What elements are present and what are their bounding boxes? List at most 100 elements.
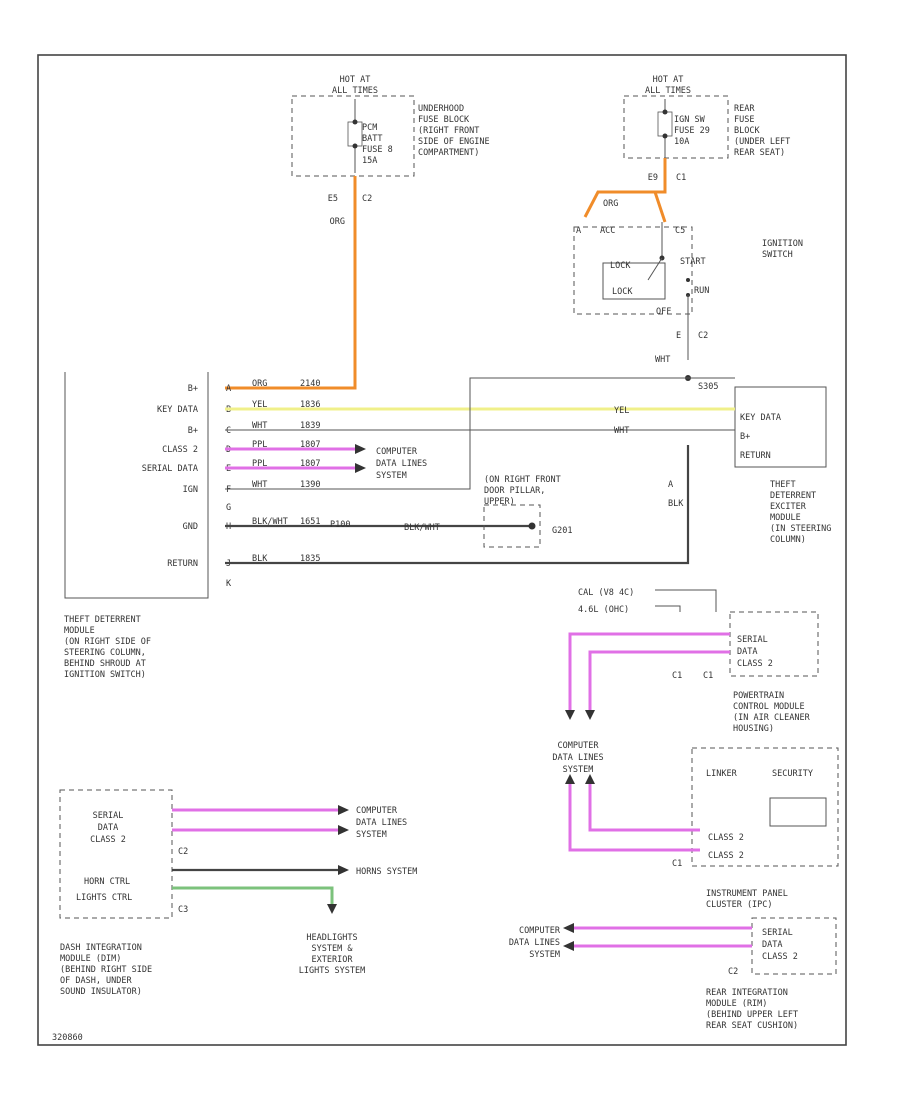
underhood-fuse-block: HOT AT ALL TIMES PCM BATT FUSE 8 15A UND…: [291, 75, 490, 227]
fuse-label-line: 10A: [674, 137, 689, 147]
pin-function: LIGHTS CTRL: [76, 893, 132, 903]
ground-symbol: [528, 522, 536, 530]
powertrain-control-module: CAL (V8 4C) 4.6L (OHC) SERIAL DATA CLASS…: [578, 588, 819, 734]
diagram-id: 320860: [52, 1033, 83, 1043]
tdm-pin-function: KEY DATA: [157, 405, 198, 415]
pin-label: C5: [675, 226, 685, 236]
pin-label: E9: [648, 173, 658, 183]
component-description: REAR SEAT CUSHION): [706, 1021, 798, 1031]
tdm-wire-color: YEL: [252, 400, 267, 410]
cdl-label: COMPUTER: [558, 741, 600, 751]
tdm-wire-color: WHT: [252, 421, 267, 431]
component-description: HOUSING): [733, 724, 774, 734]
pin-function: SERIAL: [762, 928, 793, 938]
component-description: POWERTRAIN: [733, 691, 784, 701]
connector-label: C1: [672, 671, 682, 681]
fuse-label-line: PCM: [362, 123, 377, 133]
all-times-label: ALL TIMES: [332, 86, 378, 96]
pin-function: DATA: [762, 940, 782, 950]
connector-label: C3: [178, 905, 188, 915]
tdm-pin-letter: G: [226, 503, 231, 513]
ppl-pcm-wire-b: [588, 650, 730, 712]
hot-at-label: HOT AT: [653, 75, 684, 85]
component-description: CONTROL MODULE: [733, 702, 805, 712]
cdl-label: COMPUTER: [356, 806, 398, 816]
theft-exciter-module: KEY DATA B+ RETURN YEL WHT A BLK THEFT D…: [614, 386, 831, 545]
switch-position: LOCK: [612, 287, 633, 297]
grn-lights-wire: [172, 886, 334, 906]
fuse-symbol: [347, 121, 363, 147]
tdm-pin-function: RETURN: [167, 559, 198, 569]
pin-function: DATA: [98, 823, 118, 833]
pin-label: A: [576, 226, 581, 236]
tdm-wire-color: PPL: [252, 459, 267, 469]
pin-function: CLASS 2: [708, 851, 744, 861]
org-wire-b-plus: [225, 176, 357, 390]
connector-label: C2: [178, 847, 188, 857]
pin-function: LINKER: [706, 769, 738, 779]
instrument-panel-cluster: LINKER SECURITY CLASS 2 CLASS 2 C1 INSTR…: [672, 747, 839, 910]
wire-color-label: BLK/WHT: [404, 523, 440, 533]
switch-position: RUN: [694, 286, 709, 296]
component-description: DASH INTEGRATION: [60, 943, 142, 953]
wht-ign-feed: [225, 377, 690, 490]
connector-label: C1: [703, 671, 713, 681]
connector-label: C2: [728, 967, 738, 977]
tdm-circuit-number: 2140: [300, 379, 320, 389]
fuse-label-line: BATT: [362, 134, 382, 144]
tdm-pin-function: GND: [183, 522, 198, 532]
component-description: (IN AIR CLEANER: [733, 713, 811, 723]
component-description: SOUND INSULATOR): [60, 987, 142, 997]
system-label: HEADLIGHTS: [306, 933, 357, 943]
system-label: LIGHTS SYSTEM: [299, 966, 366, 976]
wire-color-label: WHT: [655, 355, 670, 365]
component-description: STEERING COLUMN,: [64, 648, 146, 658]
component-description: THEFT DETERRENT: [64, 615, 141, 625]
fuse-location-line: SIDE OF ENGINE: [418, 137, 490, 147]
component-title: SWITCH: [762, 250, 793, 260]
pin-function: CLASS 2: [708, 833, 744, 843]
fuse-location-line: (RIGHT FRONT: [418, 126, 479, 136]
tdm-pin-letter: A: [226, 384, 231, 394]
tdm-circuit-number: 1651: [300, 517, 320, 527]
cdl-label: DATA LINES: [356, 818, 407, 828]
hot-at-label: HOT AT: [340, 75, 371, 85]
pin-function: CLASS 2: [737, 659, 773, 669]
pin-function: SERIAL: [737, 635, 768, 645]
tdm-wire-color: BLK: [252, 554, 268, 564]
ground-desc: DOOR PILLAR,: [484, 486, 545, 496]
fuse-label-line: FUSE 8: [362, 145, 393, 155]
wire-color-label: YEL: [614, 406, 629, 416]
tdm-wire-color: WHT: [252, 480, 267, 490]
fuse-label-line: 15A: [362, 156, 377, 166]
all-times-label: ALL TIMES: [645, 86, 691, 96]
tdm-pin-function: B+: [188, 384, 198, 394]
system-label: EXTERIOR: [312, 955, 354, 965]
tdm-circuit-number: 1836: [300, 400, 320, 410]
fuse-symbol: [657, 111, 673, 137]
component-title: IGNITION: [762, 239, 803, 249]
pin-function: CLASS 2: [762, 952, 798, 962]
fuse-location-line: BLOCK: [734, 126, 760, 136]
switch-position: LOCK: [610, 261, 631, 271]
component-description: MODULE (RIM): [706, 999, 767, 1009]
component-description: (BEHIND RIGHT SIDE: [60, 965, 152, 975]
system-label: HORNS SYSTEM: [356, 867, 417, 877]
component-description: INSTRUMENT PANEL: [706, 889, 788, 899]
ground-desc: (ON RIGHT FRONT: [484, 475, 561, 485]
ground-desc: UPPER): [484, 497, 515, 507]
pin-function: RETURN: [740, 451, 771, 461]
pin-function: HORN CTRL: [84, 877, 130, 887]
splice-label: S305: [698, 382, 718, 392]
calibration-label: CAL (V8 4C): [578, 588, 634, 598]
switch-position: START: [680, 257, 706, 267]
pin-function: KEY DATA: [740, 413, 781, 423]
fuse-location-line: (UNDER LEFT: [734, 137, 790, 147]
component-description: COLUMN): [770, 535, 806, 545]
rear-fuse-block: HOT AT ALL TIMES IGN SW FUSE 29 10A REAR…: [603, 75, 790, 209]
tdm-pin-letter: K: [226, 579, 232, 589]
cdl-label: SYSTEM: [356, 830, 387, 840]
tdm-wire-color: ORG: [252, 379, 267, 389]
component-description: CLUSTER (IPC): [706, 900, 773, 910]
